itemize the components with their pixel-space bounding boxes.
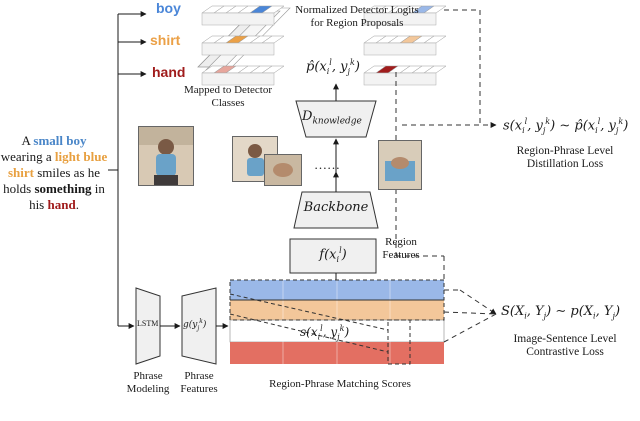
- region-crop-2: [264, 154, 302, 186]
- region-phrase-formula: s(xil, yjk) ∼ p̂(xil, yjk): [503, 117, 629, 135]
- phrase-modeling-label-line1: Phrase: [133, 370, 163, 382]
- matching-matrix: [229, 279, 445, 365]
- caption-part: hand: [47, 197, 76, 212]
- phrase-label-hand: hand: [152, 64, 186, 80]
- caption-text: A small boy wearing a light blue shirt s…: [0, 133, 108, 213]
- p-hat-formula: p̂(xil, yjk): [306, 58, 360, 76]
- logit-row-face: [201, 12, 275, 26]
- image-sentence-formula: S(Xi, Yj) ∼ p(Xi, Yj): [501, 304, 621, 321]
- knowledge-label: Dknowledge: [302, 109, 362, 127]
- region-phrase-loss-line2: Distillation Loss: [526, 158, 604, 171]
- caption-part: in his: [29, 181, 105, 212]
- region-feature-box: [289, 238, 377, 274]
- detector-logits-label-line1: Normalized Detector Logits: [295, 4, 419, 16]
- region-features-label-line1: Region: [385, 236, 417, 248]
- mapped-label: Mapped to Detector Classes: [172, 84, 284, 109]
- image-sentence-loss-line1: Image-Sentence Level: [513, 333, 617, 345]
- phrase-features-label: Phrase Features: [176, 370, 222, 395]
- caption-part: light blue shirt: [7, 149, 108, 180]
- phrase-modeling-label: Phrase Modeling: [126, 370, 170, 395]
- logit-row-face: [201, 72, 275, 86]
- lstm-label: LSTM: [137, 319, 159, 328]
- phrase-features-label-line2: Features: [180, 382, 218, 395]
- phrase-features-label-line1: Phrase: [184, 370, 214, 382]
- backbone-label: Backbone: [303, 200, 369, 215]
- backbone-block: [293, 191, 379, 229]
- phrase-feature-block: [181, 287, 217, 365]
- mapped-label-line2: Classes: [211, 96, 245, 109]
- lstm-block: [135, 287, 161, 365]
- logit-row-face: [363, 12, 437, 26]
- caption-part: A: [21, 133, 34, 148]
- phrase-modeling-label-line2: Modeling: [126, 382, 170, 395]
- region-features-label: Region Features: [376, 236, 426, 261]
- mapped-label-line1: Mapped to Detector: [184, 84, 272, 96]
- region-feature-formula: f(xil): [319, 246, 347, 264]
- detector-logits-label-line2: for Region Proposals: [310, 16, 404, 29]
- caption-part: wearing a: [0, 149, 55, 164]
- knowledge-block: [295, 100, 377, 138]
- caption-part: something: [34, 181, 92, 196]
- input-image: [138, 126, 194, 186]
- phrase-label-boy: boy: [156, 0, 181, 16]
- logit-row-face: [363, 42, 437, 56]
- caption-part: small boy: [33, 133, 87, 148]
- region-crop-3: [378, 140, 422, 190]
- caption-part: smiles as he holds: [3, 165, 101, 196]
- left-logits-grid: [197, 5, 291, 86]
- image-sentence-loss-line2: Contrastive Loss: [526, 346, 604, 359]
- caption-part: .: [75, 197, 79, 212]
- logit-row-face: [201, 42, 275, 56]
- matching-score-formula: s(xil, yjk): [300, 324, 350, 342]
- region-phrase-loss-line1: Region-Phrase Level: [516, 145, 614, 157]
- ellipsis: ……: [314, 157, 340, 172]
- region-phrase-loss-label: Region-Phrase Level Distillation Loss: [500, 145, 630, 171]
- image-sentence-loss-label: Image-Sentence Level Contrastive Loss: [500, 333, 630, 359]
- region-features-label-line2: Features: [382, 248, 420, 261]
- phrase-label-shirt: shirt: [150, 32, 181, 48]
- detector-logits-label: Normalized Detector Logits for Region Pr…: [288, 4, 426, 29]
- right-logits-grid: [363, 5, 447, 86]
- knowledge-symbol: D: [302, 109, 313, 124]
- phrase-feature-formula: g(yjk): [183, 318, 207, 332]
- knowledge-subscript: knowledge: [312, 116, 362, 127]
- matching-scores-label: Region-Phrase Matching Scores: [269, 378, 411, 390]
- logit-row-face: [363, 72, 437, 86]
